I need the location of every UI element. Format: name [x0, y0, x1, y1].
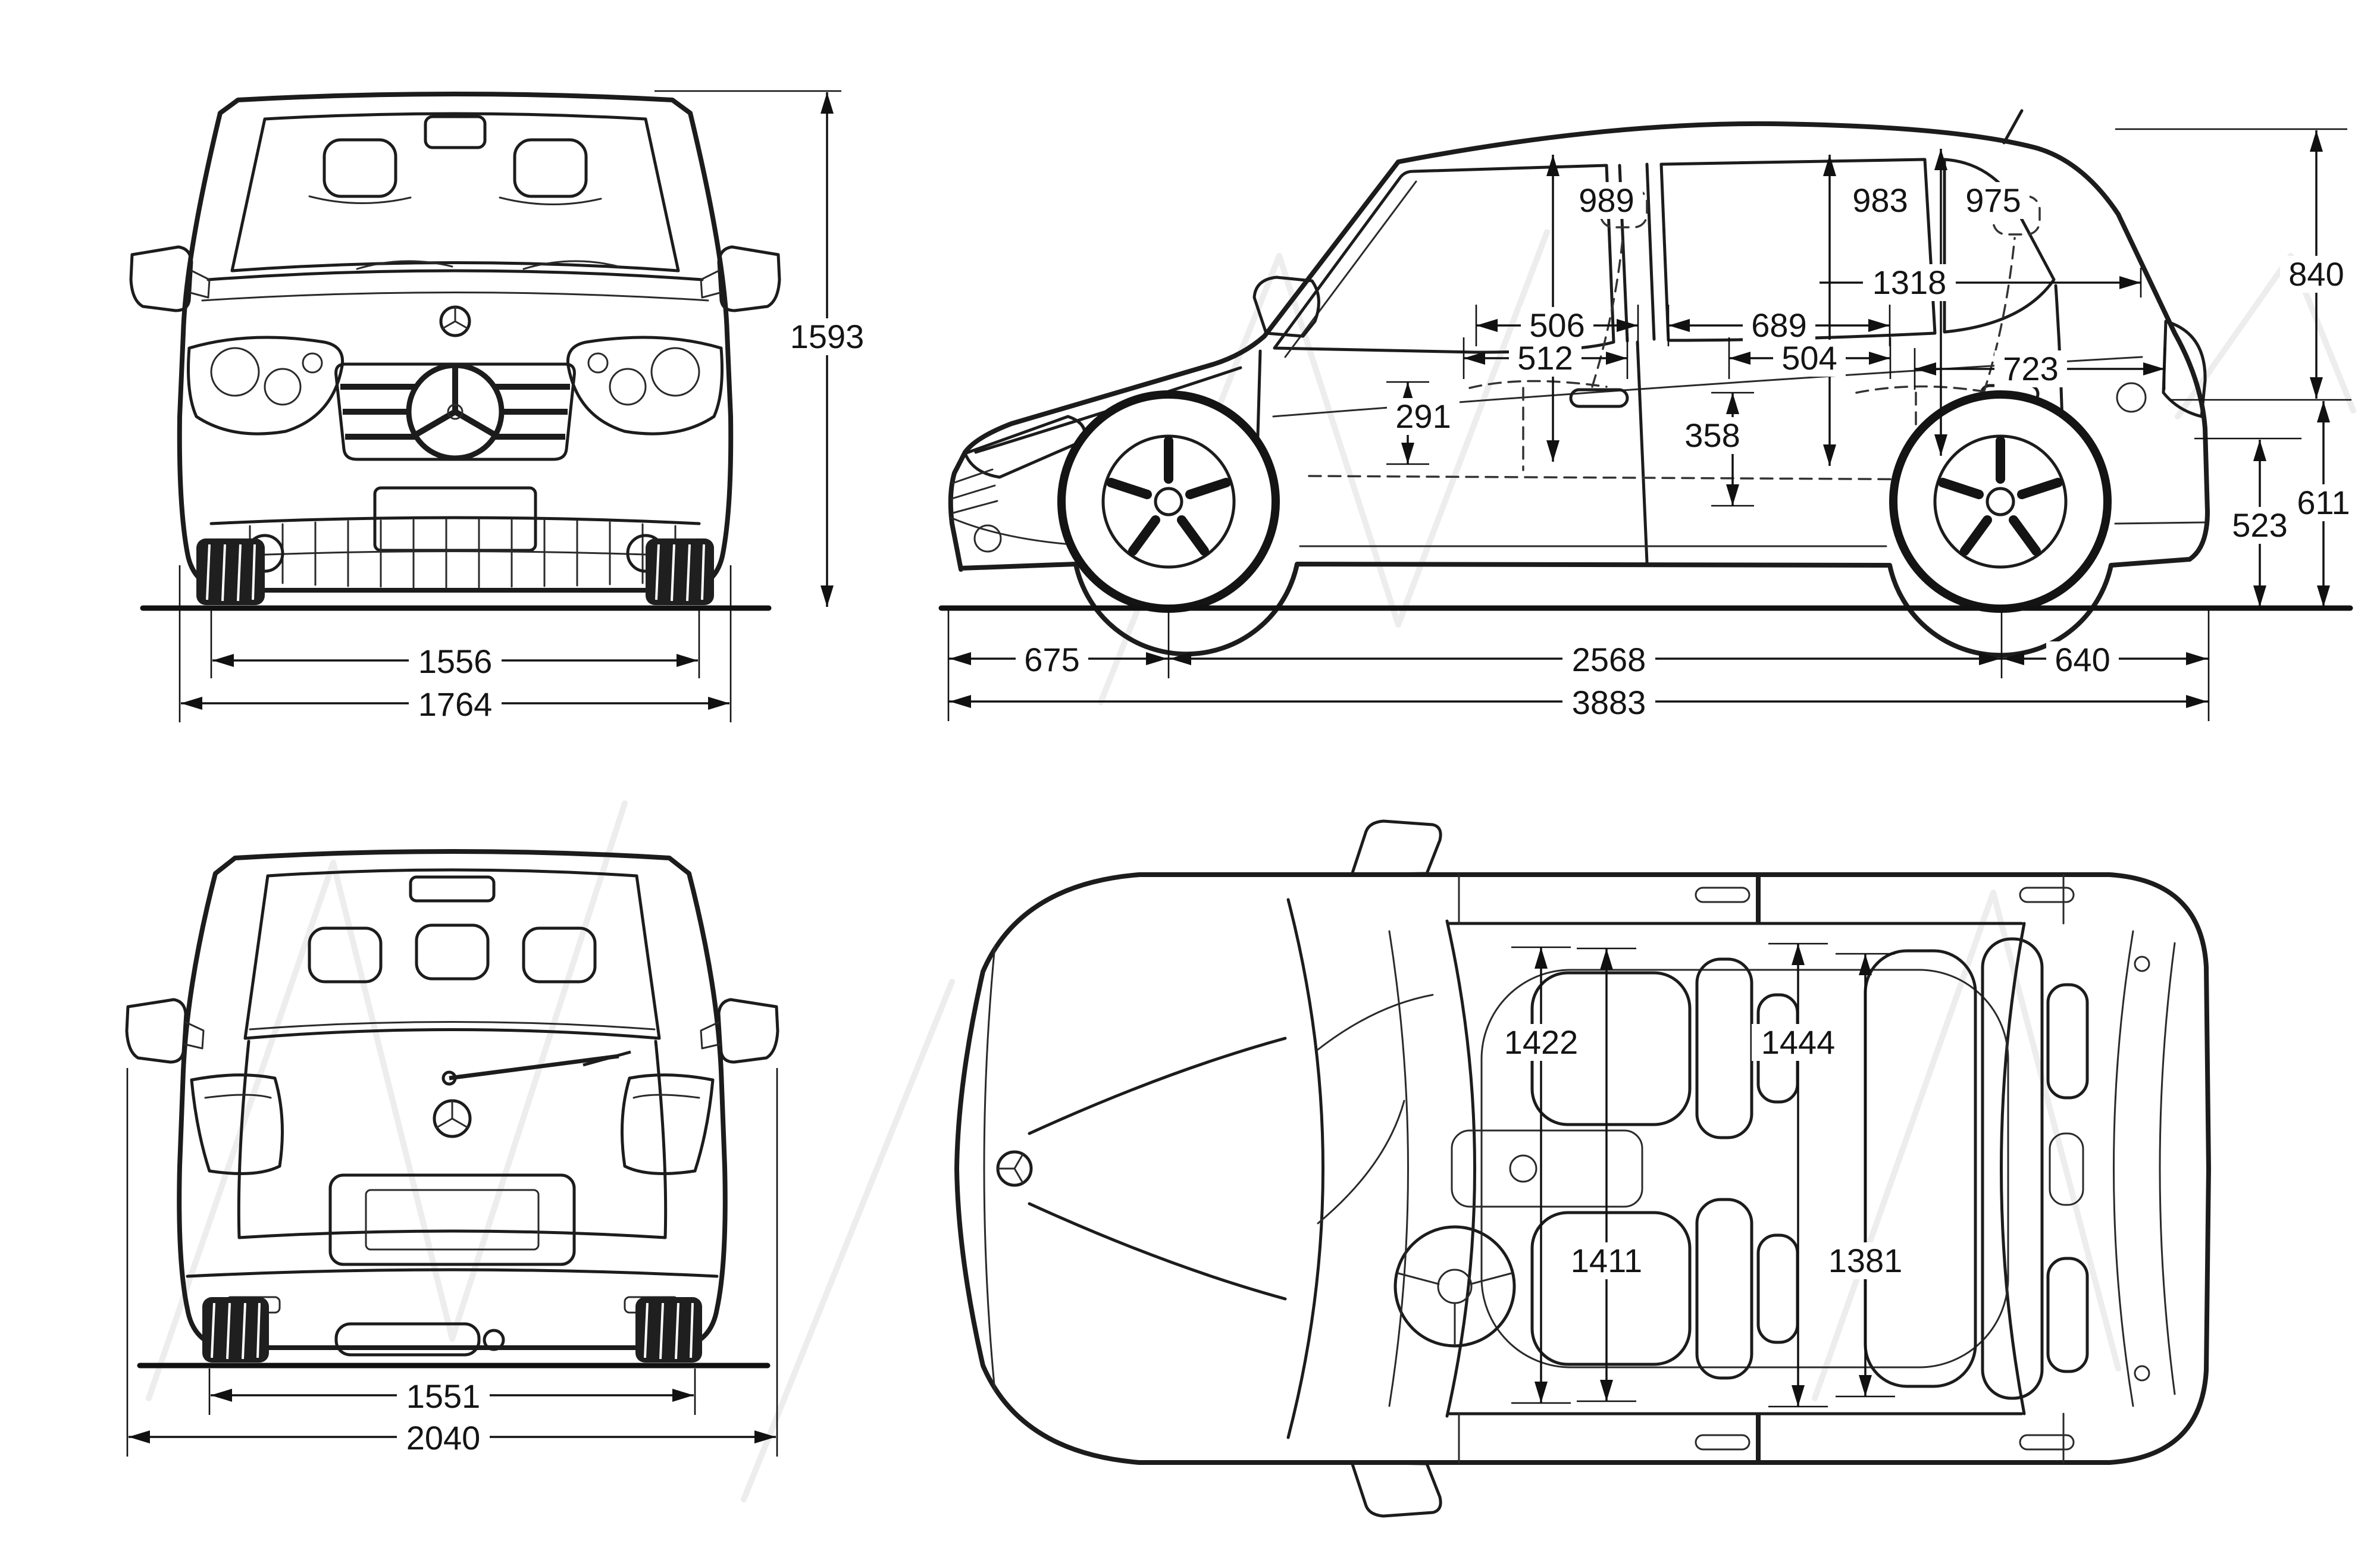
steering-wheel [1393, 1225, 1516, 1348]
dim-bumper-height: 523 [2232, 506, 2287, 544]
rear-headrest-left [308, 926, 383, 984]
side-car-body [948, 109, 2210, 658]
side-view: 989 983 975 1318 506 689 512 504 723 291… [938, 109, 2360, 721]
door-handle-front [1569, 388, 1629, 408]
mirror-right [700, 245, 781, 312]
dim-front-overhang: 675 [1024, 641, 1079, 678]
side-mirror [1252, 275, 1320, 338]
side-headlight [963, 415, 1086, 479]
dim-tailgate-opening-height: 975 [1965, 181, 2021, 219]
dim-load-sill-height: 611 [2297, 484, 2350, 521]
interior-mirror [424, 115, 487, 149]
dim-interior-width-rear: 1444 [1761, 1023, 1836, 1061]
headlight-left [187, 336, 345, 436]
door-handle-2 [2019, 887, 2075, 903]
roof-outline [1480, 969, 2009, 1368]
top-car-body [954, 819, 2211, 1518]
side-front-wheel [1057, 390, 1280, 613]
dim-rear-opening-height: 840 [2288, 255, 2344, 293]
dim-knee-room-front: 506 [1529, 306, 1584, 344]
dim-overall-height: 1593 [790, 318, 865, 355]
exhaust [334, 1322, 505, 1357]
rear-window [243, 868, 661, 1040]
rear-mirror-right [700, 998, 779, 1064]
wipers [1317, 994, 1434, 1225]
dim-seat-height-rear: 358 [1684, 416, 1740, 454]
front-dimensions: 1593 1556 1764 [178, 90, 873, 723]
rear-tire-right [635, 1297, 702, 1363]
rear-dimensions: 1551 2040 [126, 1068, 778, 1457]
rear-wiper [441, 1050, 631, 1086]
rear-bench [1864, 937, 2089, 1400]
windshield-base [1286, 898, 1324, 1439]
top-mirror-upper [1350, 819, 1442, 876]
side-dimensions: 989 983 975 1318 506 689 512 504 723 291… [947, 128, 2360, 721]
door-seams-top [1458, 873, 2065, 1464]
top-dimensions: 1422 1444 1411 1381 [1495, 942, 1912, 1408]
front-seats [1530, 957, 1799, 1380]
tie-down-1 [2134, 956, 2150, 972]
rear-car-body [125, 849, 779, 1363]
dim-seat-height-front: 291 [1395, 397, 1451, 435]
mirror-left [129, 245, 211, 312]
door-handle-3 [1695, 1434, 1750, 1451]
side-fog-light [973, 524, 1002, 553]
gear-knob [1509, 1154, 1537, 1183]
top-view: 1422 1444 1411 1381 [954, 819, 2211, 1518]
rear-view: 1551 2040 [125, 849, 779, 1457]
dim-front-track: 1556 [418, 643, 493, 680]
grille [334, 362, 576, 461]
rear-headrest-right [522, 926, 597, 984]
dim-load-width: 1318 [1872, 264, 1947, 301]
dim-width-with-mirrors: 2040 [406, 1419, 481, 1457]
dim-rear-track: 1551 [406, 1377, 481, 1415]
dim-headroom-rear: 983 [1852, 181, 1908, 219]
headrest-right [513, 138, 588, 198]
tail-light-right [621, 1073, 715, 1175]
door-handle-4 [2019, 1434, 2075, 1451]
headrest-left [322, 138, 397, 198]
rear-star-icon [433, 1099, 472, 1138]
dim-load-floor-length: 723 [2003, 350, 2058, 387]
front-car-body [129, 92, 781, 605]
door-handle-1 [1695, 887, 1750, 903]
dim-interior-width-front-lower: 1411 [1571, 1242, 1642, 1279]
dim-headroom-front: 989 [1579, 181, 1634, 219]
top-mirror-lower [1350, 1461, 1442, 1518]
rear-license-plate [365, 1189, 540, 1251]
dim-wheelbase: 2568 [1572, 641, 1646, 678]
dim-knee-room-rear: 689 [1751, 306, 1806, 344]
front-tire-right [646, 538, 714, 605]
front-view: 1593 1556 1764 [129, 90, 873, 723]
dim-seat-depth-rear: 504 [1781, 339, 1837, 377]
hood-star-icon [439, 305, 471, 337]
tail-light [2162, 320, 2207, 418]
rear-window-edge [2000, 922, 2026, 1416]
front-tire-left [196, 538, 265, 605]
dim-overall-width: 1764 [418, 685, 493, 723]
top-star-icon [996, 1150, 1033, 1187]
dim-interior-width-rear-lower: 1381 [1828, 1242, 1903, 1279]
dim-overall-length: 3883 [1572, 684, 1646, 721]
rear-headrest-center [415, 923, 490, 981]
brake-light [409, 875, 496, 903]
center-console [1451, 1129, 1643, 1208]
side-rear-wheel [1889, 390, 2112, 613]
tie-down-2 [2134, 1365, 2150, 1382]
dashboard-line [1388, 930, 1409, 1407]
license-recess [328, 1173, 576, 1266]
dim-rear-overhang: 640 [2055, 641, 2110, 678]
rear-tire-left [202, 1297, 269, 1363]
dim-seat-depth-front: 512 [1517, 339, 1573, 377]
rear-mirror-left [125, 998, 205, 1064]
fuel-cap [2116, 382, 2147, 413]
grille-star-icon [406, 362, 505, 461]
windshield [230, 112, 680, 273]
headlight-right [566, 336, 724, 436]
dim-interior-width-front: 1422 [1504, 1023, 1579, 1061]
antenna [2002, 109, 2024, 145]
tail-light-left [190, 1073, 284, 1175]
